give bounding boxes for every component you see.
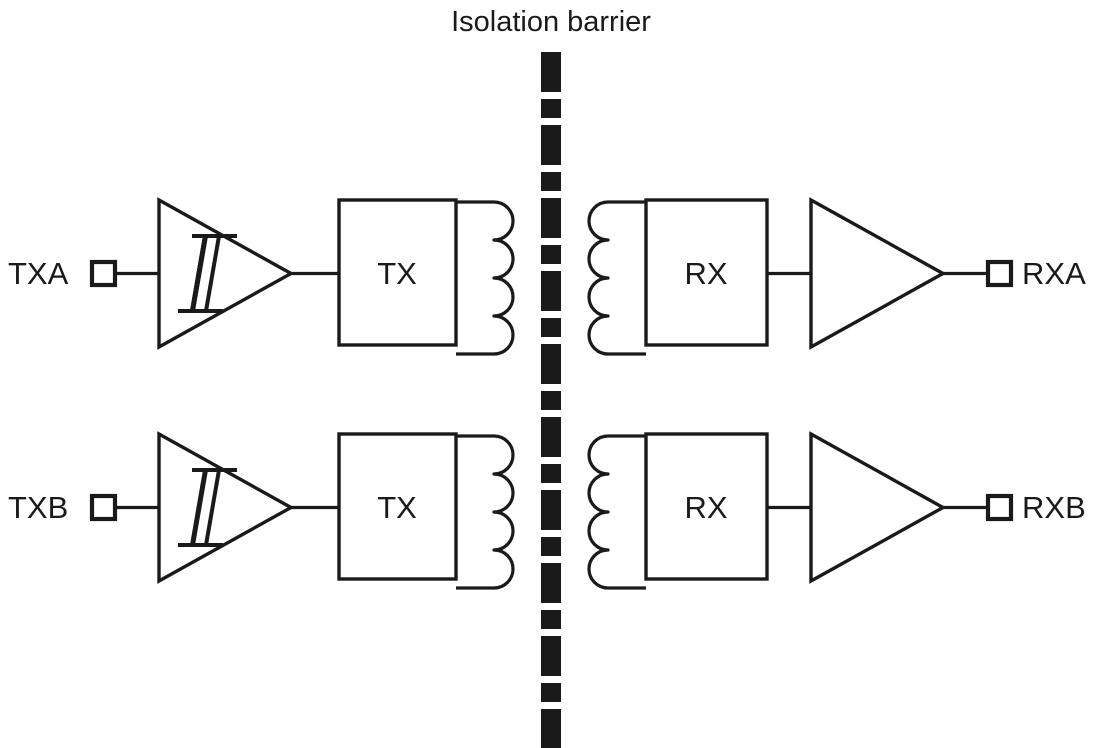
- barrier-dash-short: [541, 610, 561, 629]
- isolation-barrier-title: Isolation barrier: [451, 6, 651, 38]
- barrier-dash-long: [541, 709, 561, 748]
- barrier-dash-short: [541, 464, 561, 483]
- pin-label-txb: TXB: [8, 490, 68, 525]
- output-buffer-a[interactable]: [809, 197, 947, 350]
- pin-square-rxa[interactable]: [985, 259, 1014, 288]
- rx-block-a[interactable]: [644, 198, 769, 347]
- barrier-dash-short: [541, 172, 561, 191]
- isolation-barrier: [541, 52, 561, 748]
- hysteresis-icon-a: [178, 234, 237, 313]
- tx-block-a[interactable]: [337, 198, 458, 347]
- output-buffer-b[interactable]: [809, 431, 947, 584]
- pin-label-txa: TXA: [8, 256, 69, 291]
- channel-a: TXA TX: [8, 197, 1086, 356]
- pin-square-rxb[interactable]: [985, 493, 1014, 522]
- barrier-dash-long: [541, 271, 561, 311]
- barrier-dash-short: [541, 99, 561, 118]
- barrier-dash-long: [541, 125, 561, 165]
- barrier-dash-long: [541, 636, 561, 676]
- barrier-dash-long: [541, 417, 561, 457]
- barrier-dash-short: [541, 537, 561, 556]
- tx-block-b[interactable]: [337, 432, 458, 581]
- barrier-dash-long: [541, 563, 561, 603]
- pin-label-rxb: RXB: [1022, 490, 1086, 525]
- barrier-dash-long: [541, 344, 561, 384]
- rx-block-label-b: RX: [684, 490, 727, 525]
- barrier-dash-short: [541, 683, 561, 702]
- pin-square-txa[interactable]: [89, 259, 118, 288]
- barrier-dash-short: [541, 391, 561, 410]
- pin-label-rxa: RXA: [1022, 256, 1086, 291]
- tx-block-label-a: TX: [377, 256, 417, 291]
- barrier-dash-short: [541, 245, 561, 264]
- tx-coil-a: [456, 200, 515, 356]
- tx-coil-b: [456, 434, 515, 590]
- barrier-dash-long: [541, 490, 561, 530]
- rx-coil-b: [587, 434, 646, 590]
- rx-coil-a: [587, 200, 646, 356]
- barrier-dash-short: [541, 318, 561, 337]
- barrier-dash-long: [541, 198, 561, 238]
- channel-b: TXB TX: [8, 431, 1086, 590]
- rx-block-label-a: RX: [684, 256, 727, 291]
- hysteresis-icon-b: [178, 468, 237, 547]
- tx-block-label-b: TX: [377, 490, 417, 525]
- pin-square-txb[interactable]: [89, 493, 118, 522]
- schmitt-trigger-buffer-b[interactable]: [157, 431, 295, 584]
- schmitt-trigger-buffer-a[interactable]: [157, 197, 295, 350]
- barrier-dash-long: [541, 52, 561, 92]
